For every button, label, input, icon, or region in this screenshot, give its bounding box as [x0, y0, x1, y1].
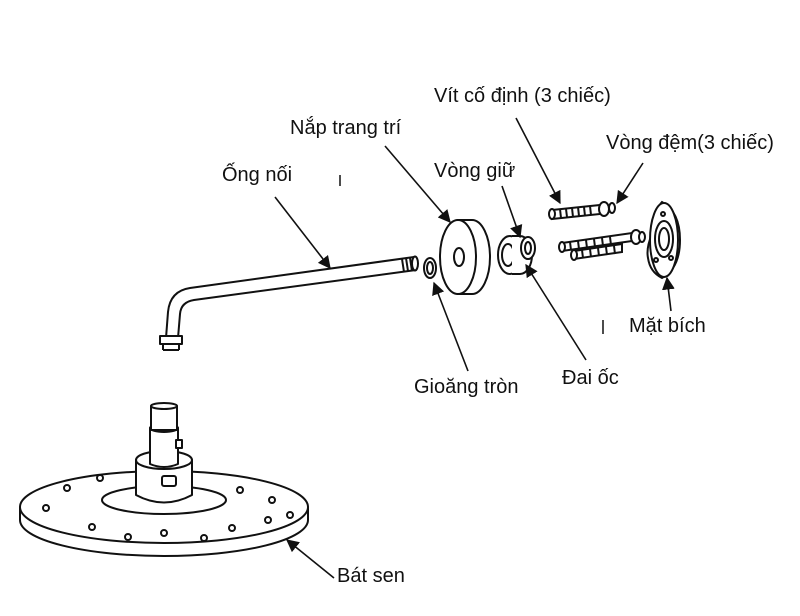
fixing-screws — [548, 201, 642, 261]
leader-vit — [515, 117, 561, 205]
label-bat-sen: Bát sen — [337, 565, 405, 587]
leader-lines — [274, 117, 675, 579]
wall-flange — [646, 200, 682, 280]
stray-marks — [339, 175, 604, 334]
label-vit-co-dinh: Vít cố định (3 chiếc) — [434, 85, 611, 107]
label-vong-dem: Vòng đệm(3 chiếc) — [606, 132, 774, 154]
leader-matbich — [662, 276, 675, 312]
label-mat-bich: Mặt bích — [629, 315, 706, 337]
screw-middle — [558, 229, 642, 253]
label-nap-trang-tri: Nắp trang trí — [290, 117, 402, 139]
leader-gioang — [432, 281, 469, 372]
label-ong-noi: Ống nối — [222, 164, 293, 186]
label-vong-giu: Vòng giữ — [434, 160, 516, 182]
leader-ongnoi — [274, 196, 331, 270]
leader-vongdem — [616, 162, 644, 205]
washers — [608, 202, 646, 243]
label-dai-oc: Đai ốc — [562, 367, 619, 389]
label-gioang-tron: Gioăng tròn — [414, 376, 519, 398]
leader-batsen — [286, 539, 335, 579]
leader-nap — [384, 145, 451, 223]
shower-arm-pipe — [159, 255, 419, 351]
nut — [520, 236, 536, 260]
screw-bottom — [570, 242, 623, 261]
leader-vonggiu — [501, 185, 523, 239]
decorative-cover — [439, 219, 491, 295]
spray-nozzles — [42, 474, 294, 542]
leader-daioc — [525, 263, 587, 361]
o-ring — [423, 257, 437, 279]
screw-top — [548, 201, 610, 221]
shower-head — [19, 402, 309, 557]
